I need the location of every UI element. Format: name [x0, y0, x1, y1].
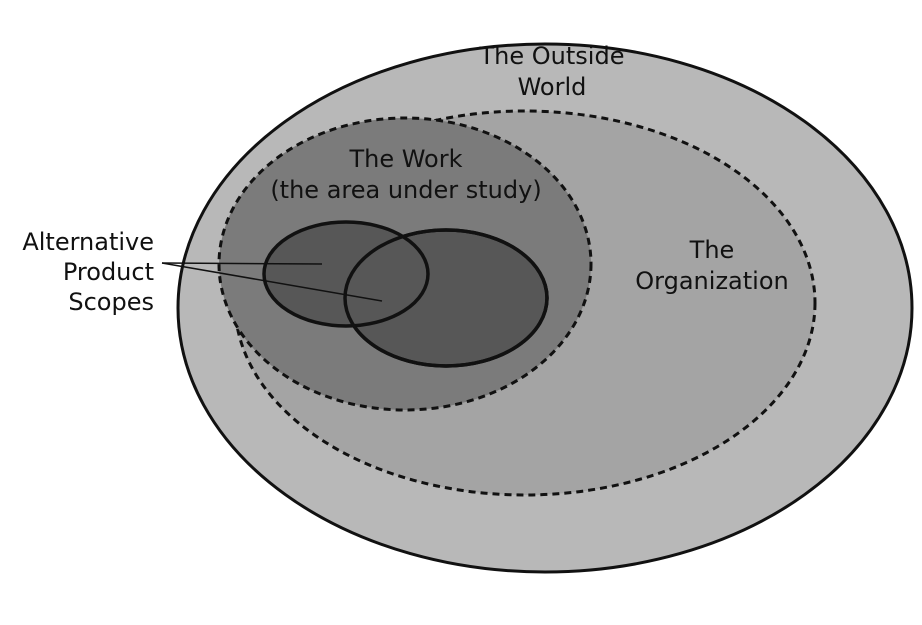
scopes-label-line1: Alternative [22, 228, 154, 256]
work-label-line1: The Work [348, 145, 462, 173]
work-label-line2: (the area under study) [270, 176, 541, 204]
organization-label-line1: The [689, 236, 735, 264]
outside-world-label-line1: The Outside [479, 42, 625, 70]
organization-label-line2: Organization [635, 267, 788, 295]
scopes-label-line2: Product [63, 258, 154, 286]
scopes-label-line3: Scopes [68, 288, 154, 316]
scope-pointer-line-2 [161, 262, 383, 302]
product-scope-2-outline [343, 228, 549, 368]
outside-world-label-line2: World [518, 73, 587, 101]
scope-pointer-line-1 [161, 262, 323, 265]
product-scope-1-ellipse [262, 220, 430, 328]
